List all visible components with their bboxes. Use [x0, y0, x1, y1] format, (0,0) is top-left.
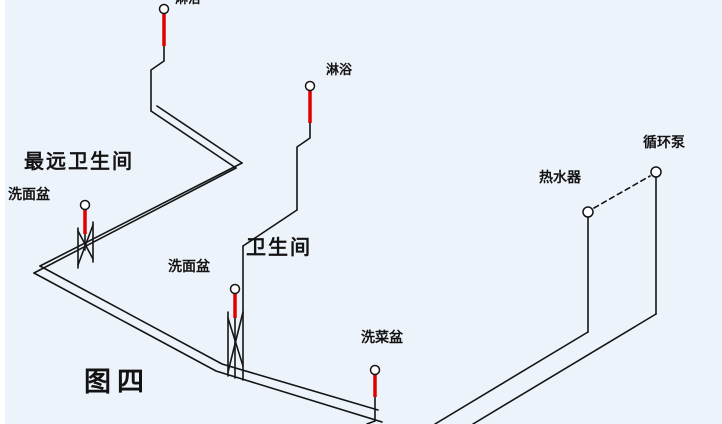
pipe-basin2-cross-2	[227, 317, 244, 367]
label-water-heater: 热水器	[539, 170, 581, 186]
label-kitchen-sink: 洗菜盆	[361, 330, 403, 346]
page-margin	[0, 0, 5, 424]
node-washbasin-2	[229, 283, 241, 295]
node-shower-2	[304, 80, 316, 92]
pipe-shower1-drop	[150, 45, 165, 112]
pipe-run-b2	[39, 162, 243, 267]
pipe-heater-run	[434, 331, 589, 424]
pipe-network	[33, 45, 657, 424]
label-washbasin-2: 洗面盆	[168, 259, 210, 275]
pipe-run-b1	[33, 167, 237, 274]
pipe-pump-run	[472, 313, 657, 424]
label-farthest-bathroom: 最远卫生间	[24, 149, 134, 173]
node-circulation-pump	[650, 166, 662, 178]
pipe-dashed-pump-link	[593, 175, 651, 209]
label-shower-2: 淋浴	[326, 63, 353, 78]
label-shower-1: 淋浴	[175, 0, 201, 7]
pipe-shower2-drop	[296, 122, 311, 211]
pipe-run-a2	[156, 105, 243, 164]
node-washbasin-1	[79, 199, 91, 211]
node-water-heater	[582, 206, 594, 218]
fixture-risers	[83, 10, 377, 397]
pipe-run-c2	[39, 265, 379, 411]
pipe-shower2-diagonal	[242, 209, 298, 247]
label-bathroom: 卫生间	[246, 235, 312, 259]
pipe-sink-drop	[366, 396, 376, 424]
label-washbasin-1: 洗面盆	[8, 187, 50, 203]
pipe-run-a1	[150, 110, 237, 169]
figure-caption: 图四	[84, 367, 150, 398]
pipe-run-c1	[33, 272, 383, 423]
node-circles	[79, 3, 662, 376]
node-shower-1	[158, 3, 170, 15]
node-kitchen-sink	[369, 364, 381, 376]
label-circulation-pump: 循环泵	[643, 135, 685, 151]
